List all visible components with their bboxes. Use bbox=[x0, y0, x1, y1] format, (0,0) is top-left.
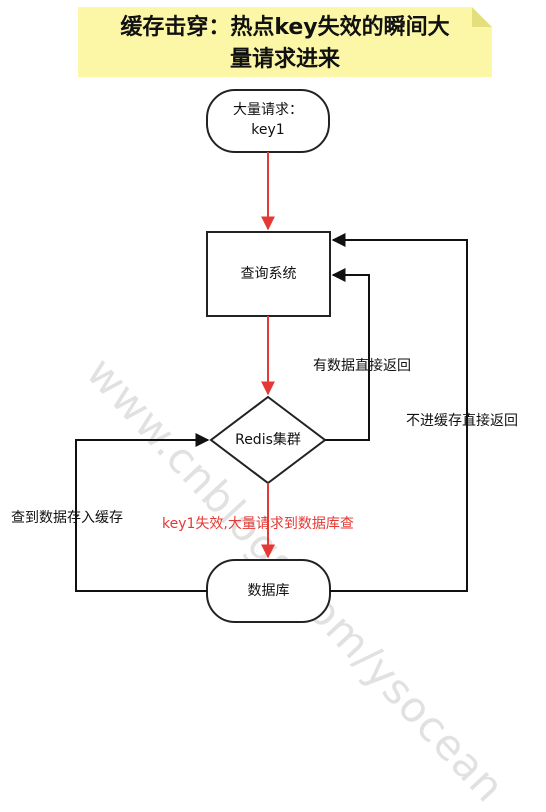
request-label-line-1: 大量请求： bbox=[233, 102, 303, 118]
store-cache-label: 查到数据存入缓存 bbox=[11, 510, 123, 526]
arrow-database-to-redis bbox=[75, 433, 210, 592]
no-cache-label: 不进缓存直接返回 bbox=[406, 413, 518, 429]
title-banner bbox=[78, 7, 492, 77]
key-expired-label: key1失效,大量请求到数据库查 bbox=[162, 516, 354, 532]
has-data-label: 有数据直接返回 bbox=[313, 358, 411, 374]
database-label: 数据库 bbox=[247, 583, 290, 599]
flowchart bbox=[75, 89, 468, 623]
request-label-line-2: key1 bbox=[251, 122, 285, 138]
title-line-1: 缓存击穿：热点key失效的瞬间大 bbox=[120, 15, 450, 40]
query-system-node bbox=[206, 231, 331, 317]
redis-label: Redis集群 bbox=[235, 432, 301, 448]
arrow-database-return bbox=[330, 233, 468, 592]
folded-corner-icon bbox=[472, 7, 492, 27]
arrow-redis-return bbox=[325, 268, 370, 441]
request-label: 大量请求： key1 bbox=[207, 100, 329, 140]
query-system-label: 查询系统 bbox=[240, 266, 297, 282]
title-line-2: 量请求进来 bbox=[229, 47, 340, 72]
diagram-title: 缓存击穿：热点key失效的瞬间大 量请求进来 bbox=[78, 12, 492, 76]
